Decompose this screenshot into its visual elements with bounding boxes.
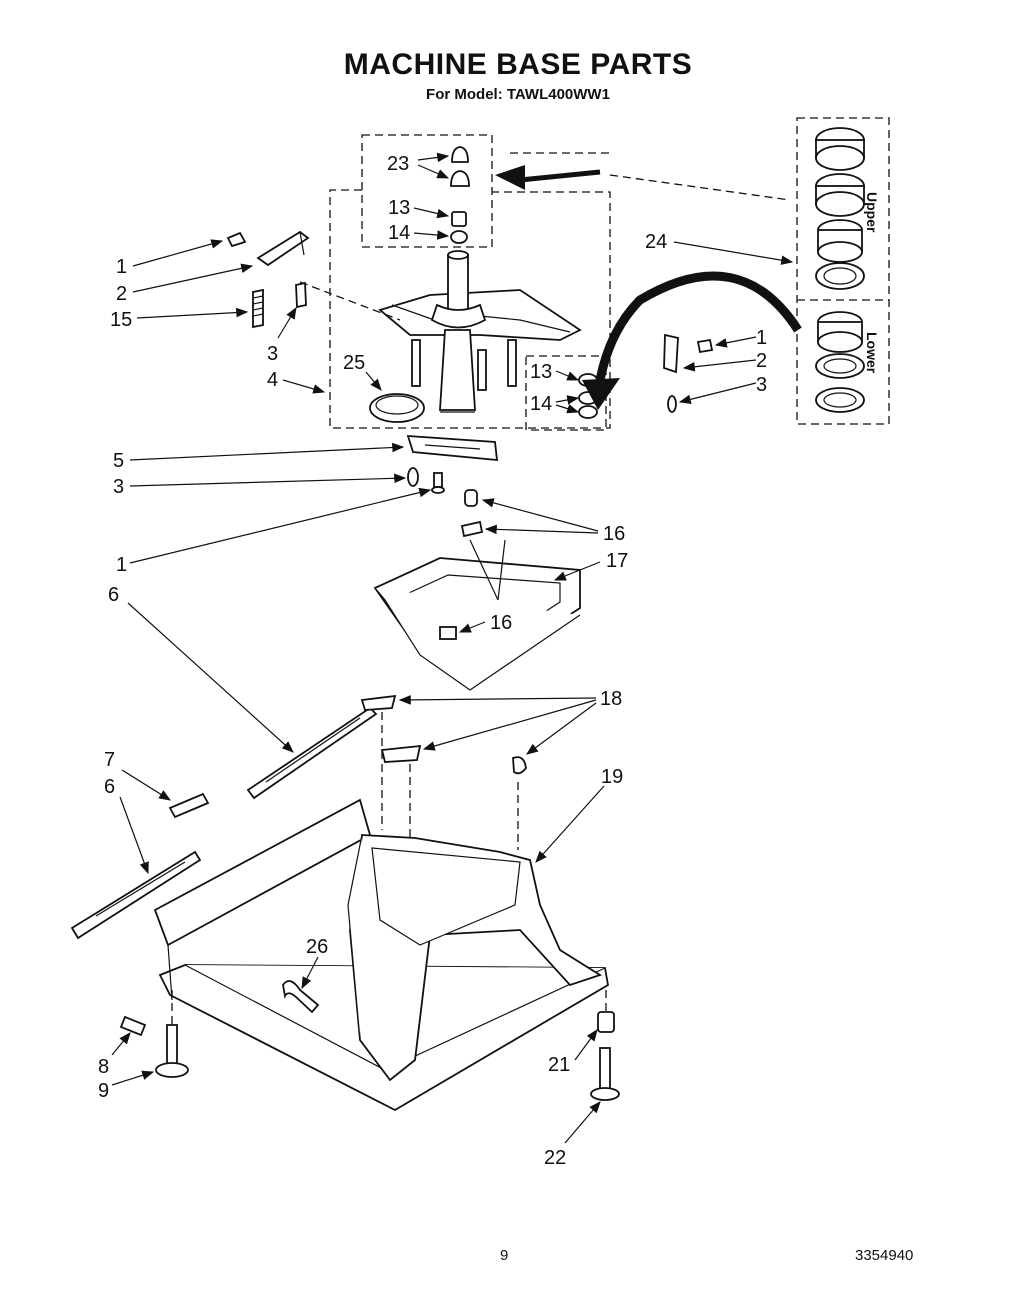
curved-arrow-head [582, 378, 620, 410]
part-18-pad-b [380, 744, 422, 763]
part-18-pad-a [360, 694, 397, 711]
page-number: 9 [500, 1247, 509, 1264]
part-2-bracket-right [663, 333, 679, 374]
thick-arrow-left-head [495, 165, 525, 190]
callout-3-left: 3 [267, 343, 278, 365]
callout-5: 5 [113, 450, 124, 472]
callout-13-right: 13 [530, 361, 552, 383]
model-subtitle: For Model: TAWL400WW1 [426, 86, 610, 103]
callout-19: 19 [601, 766, 623, 788]
callout-24: 24 [645, 231, 667, 253]
part-6-rail-lower [70, 850, 202, 940]
part-1-screw-lower [431, 472, 445, 494]
part-23-cap [450, 146, 470, 187]
document-number: 3354940 [855, 1247, 914, 1264]
callout-14-right: 14 [530, 393, 552, 415]
callout-2-right: 2 [756, 350, 767, 372]
part-19-base-frame [153, 798, 609, 1112]
lower-bearings [815, 311, 865, 413]
callout-3-lower: 3 [113, 476, 124, 498]
part-26-clip [282, 980, 320, 1014]
dashed-box-hub-top [361, 134, 493, 248]
part-3-clip-lower [407, 467, 419, 487]
callout-17: 17 [606, 550, 628, 572]
callout-13-upper: 13 [388, 197, 410, 219]
part-18-pad-c [512, 756, 527, 775]
part-16-pad-top [464, 489, 478, 507]
callout-21: 21 [548, 1054, 570, 1076]
leader-lines [111, 152, 794, 1144]
callout-4: 4 [267, 369, 278, 391]
callout-23: 23 [387, 153, 409, 175]
part-13-bushing [451, 211, 467, 227]
part-8-pin [119, 1015, 147, 1037]
callout-22: 22 [544, 1147, 566, 1169]
part-24-bearing-kit: Upper Lower [815, 127, 880, 413]
dashed-box-bearing-kit [796, 117, 890, 425]
part-9-leveling-leg [155, 1024, 189, 1078]
callout-9: 9 [98, 1080, 109, 1102]
part-4-suspension-assembly [378, 250, 582, 413]
part-25-ring [369, 393, 425, 423]
part-21-bushing [597, 1011, 615, 1033]
callout-16-upper: 16 [603, 523, 625, 545]
callouts: 23 13 14 24 1 2 15 3 4 25 13 14 1 2 3 5 … [98, 153, 767, 1169]
callout-8: 8 [98, 1056, 109, 1078]
callout-1-lower: 1 [116, 554, 127, 576]
part-5-plate [406, 435, 499, 462]
curved-arrow [595, 271, 802, 381]
callout-2-left: 2 [116, 283, 127, 305]
callout-1-upper-left: 1 [116, 256, 127, 278]
thick-arrow-left [519, 169, 601, 183]
part-15-spring [252, 288, 264, 329]
callout-6-lower: 6 [104, 776, 115, 798]
callout-1-right: 1 [756, 327, 767, 349]
callout-7: 7 [104, 749, 115, 771]
callout-26: 26 [306, 936, 328, 958]
part-22-leveling-leg [590, 1047, 620, 1101]
part-2-bracket-left [256, 230, 310, 267]
upper-bearings [815, 127, 865, 290]
part-16-pad-mid [460, 520, 484, 538]
dashed-box-suspension-assembly [329, 189, 611, 429]
part-3-clip-right [667, 395, 677, 413]
label-upper: Upper [864, 192, 880, 233]
callout-3-right: 3 [756, 374, 767, 396]
part-16-pad-lower [439, 626, 457, 640]
callout-14-upper: 14 [388, 222, 410, 244]
label-lower: Lower [864, 332, 880, 374]
callout-16-lower: 16 [490, 612, 512, 634]
part-7-bracket [168, 792, 210, 819]
page-title: MACHINE BASE PARTS [343, 48, 693, 81]
part-1-screw-right [696, 338, 714, 354]
callout-25: 25 [343, 352, 365, 374]
callout-6-upper: 6 [108, 584, 119, 606]
part-17-frame [373, 539, 581, 691]
part-6-rail-upper [246, 706, 378, 800]
part-14-washer [450, 230, 468, 244]
part-3-clip-left [295, 281, 307, 309]
callout-15: 15 [110, 309, 132, 331]
callout-18: 18 [600, 688, 622, 710]
part-1-screw-upper-left [226, 231, 247, 248]
